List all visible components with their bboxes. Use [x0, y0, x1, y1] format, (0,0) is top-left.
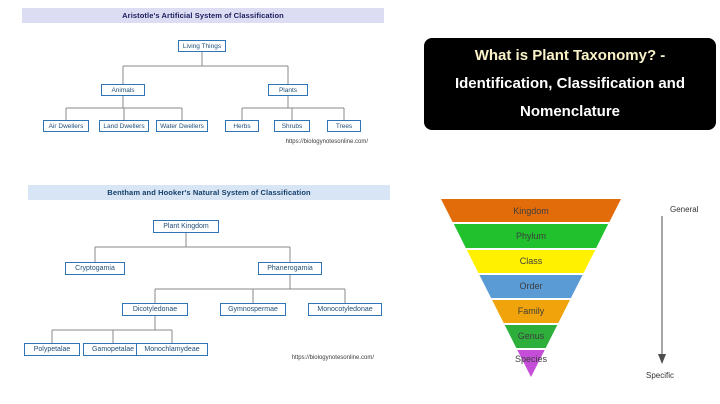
- node-land-dwellers: Land Dwellers: [99, 120, 149, 132]
- banner-line-3: Nomenclature: [519, 103, 621, 120]
- axis-label-general: General: [670, 205, 699, 214]
- node-monocotyledonae: Monocotyledonae: [308, 303, 382, 316]
- node-air-dwellers: Air Dwellers: [43, 120, 89, 132]
- node-herbs: Herbs: [225, 120, 259, 132]
- node-shrubs: Shrubs: [274, 120, 310, 132]
- general-specific-arrow: General Specific: [646, 205, 699, 380]
- pyramid-label-family: Family: [518, 306, 545, 316]
- node-dicotyledonae: Dicotyledonae: [122, 303, 188, 316]
- pyramid-band-phylum: [453, 224, 609, 248]
- bentham-source-url: https://biologynotesonline.com/: [291, 355, 374, 361]
- pyramid-label-phylum: Phylum: [516, 231, 546, 241]
- node-plants: Plants: [268, 84, 308, 96]
- pyramid-band-kingdom: [441, 199, 621, 222]
- node-gamopetalae: Gamopetalae: [83, 343, 143, 356]
- bentham-connector-lines: [51, 233, 346, 343]
- pyramid-band-species: [517, 350, 545, 377]
- arrowhead-down-icon: [658, 354, 666, 364]
- aristotle-connector-lines: [65, 52, 345, 120]
- aristotle-source-url: https://biologynotesonline.com/: [285, 139, 368, 145]
- pyramid-band-family: [492, 300, 570, 323]
- pyramid-label-kingdom: Kingdom: [513, 206, 549, 216]
- taxonomy-pyramid: Kingdom Phylum Class Order Family Genus …: [441, 199, 621, 377]
- banner-line-2: Identification, Classification and: [454, 75, 686, 92]
- pyramid-label-species: Species: [515, 354, 548, 364]
- pyramid-band-order: [479, 275, 583, 298]
- banner-line-1: What is Plant Taxonomy? -: [474, 47, 666, 64]
- pyramid-band-class: [466, 250, 596, 273]
- node-phanerogamia: Phanerogamia: [258, 262, 322, 275]
- node-water-dwellers: Water Dwellers: [156, 120, 208, 132]
- pyramid-label-genus: Genus: [518, 331, 545, 341]
- pyramid-band-genus: [504, 325, 558, 348]
- aristotle-chart-panel: Aristotle's Artificial System of Classif…: [8, 6, 398, 156]
- node-polypetalae: Polypetalae: [24, 343, 80, 356]
- node-monochlamydeae: Monochlamydeae: [136, 343, 208, 356]
- node-trees: Trees: [327, 120, 361, 132]
- axis-label-specific: Specific: [646, 371, 674, 380]
- node-plant-kingdom: Plant Kingdom: [153, 220, 219, 233]
- node-living-things: Living Things: [178, 40, 226, 52]
- node-gymnospermae: Gymnospermae: [220, 303, 286, 316]
- node-animals: Animals: [101, 84, 145, 96]
- title-banner: What is Plant Taxonomy? - Identification…: [424, 38, 716, 130]
- pyramid-label-order: Order: [519, 281, 542, 291]
- node-cryptogamia: Cryptogamia: [65, 262, 125, 275]
- pyramid-label-class: Class: [520, 256, 543, 266]
- bentham-chart-panel: Bentham and Hooker's Natural System of C…: [14, 183, 404, 377]
- aristotle-chart-title: Aristotle's Artificial System of Classif…: [22, 8, 384, 23]
- bentham-chart-title: Bentham and Hooker's Natural System of C…: [28, 185, 390, 200]
